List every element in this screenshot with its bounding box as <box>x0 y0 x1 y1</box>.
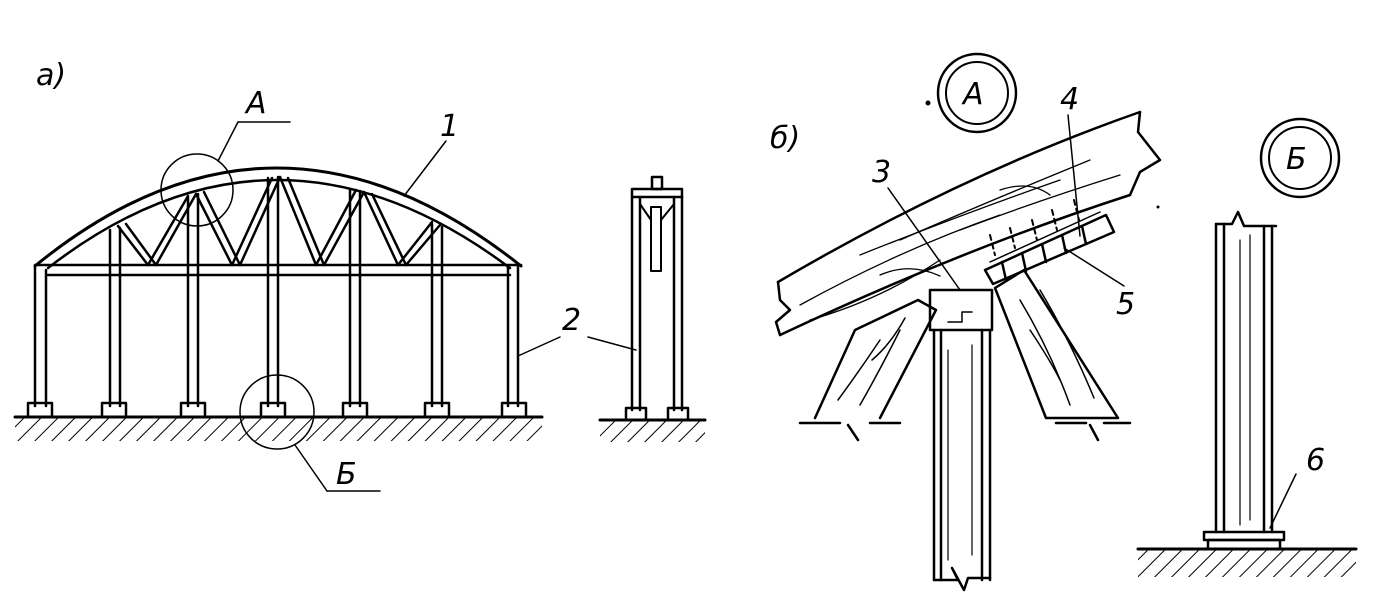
vertical-post <box>928 288 994 592</box>
detail-b: Б 6 <box>1136 117 1358 577</box>
detail-b-title-label: Б <box>1286 142 1307 177</box>
callout-b: Б <box>239 374 381 492</box>
ground-b <box>1136 547 1358 577</box>
detail-a-title-label: А <box>961 77 984 112</box>
column-side-view <box>598 175 707 442</box>
steel-plate <box>983 199 1116 286</box>
detail-a-title: А <box>925 52 1018 134</box>
post-b <box>1202 210 1286 551</box>
leader-5: 5 <box>1063 247 1135 322</box>
leader-3: 3 <box>872 155 961 291</box>
leader-6: 6 <box>1269 443 1325 529</box>
upper-chord-beam <box>774 110 1162 337</box>
part-2-label: 2 <box>562 303 581 338</box>
part-5-label: 5 <box>1116 287 1135 322</box>
truss-web <box>116 175 442 267</box>
ground-a <box>13 415 544 441</box>
part-3-label: 3 <box>872 155 891 190</box>
detail-b-title: Б <box>1259 117 1341 199</box>
part-4-label: 4 <box>1060 82 1079 117</box>
leader-2: 2 <box>517 303 637 357</box>
left-brace <box>798 298 938 442</box>
column-bases-a <box>26 401 528 419</box>
detail-a: б) А <box>770 52 1162 592</box>
right-brace <box>993 268 1132 442</box>
callout-a-label: А <box>244 86 267 121</box>
panel-b-label: б) <box>770 121 800 156</box>
columns-a <box>33 175 520 408</box>
callout-b-label: Б <box>336 457 357 492</box>
leader-4: 4 <box>1060 82 1081 237</box>
panel-a-elevation: А Б 1 2 а) <box>13 58 637 492</box>
panel-a-label: а) <box>36 58 66 93</box>
callout-a: А <box>160 86 291 227</box>
part-1-label: 1 <box>440 109 459 144</box>
part-6-label: 6 <box>1306 443 1325 478</box>
leader-1: 1 <box>403 109 459 197</box>
